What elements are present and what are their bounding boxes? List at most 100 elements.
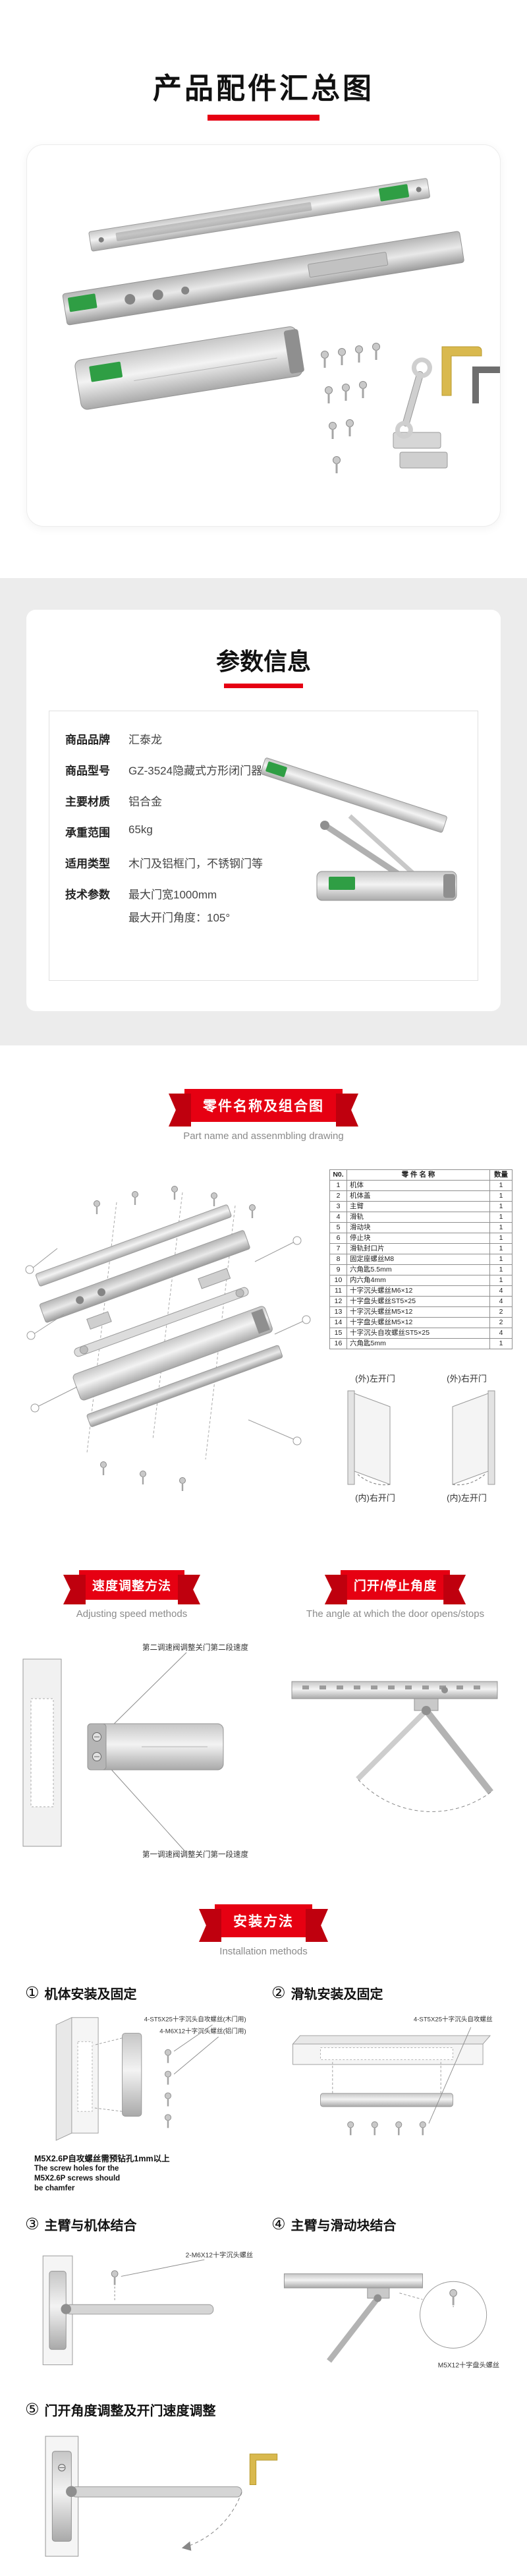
warning-en-3: be chamfer — [34, 2184, 75, 2192]
install-step-5: ⑤ 门开角度调整及开门速度调整 — [17, 2391, 510, 2576]
params-card: 参数信息 商品品牌 汇泰龙 商品型号 GZ-3524隐藏式方形闭门器 主要材质 … — [26, 610, 501, 1011]
screws-group — [321, 343, 380, 473]
step1-diagram: 4-ST5X25十字沉头自攻螺丝(木门用) 4-M6X12十字沉头螺丝(铝门用) — [55, 2015, 246, 2141]
step1-warning: M5X2.6P自攻螺丝需预钻孔1mm以上 The screw holes for… — [34, 2152, 256, 2194]
step3-diagram: 2-M6X12十字沉头螺丝 — [42, 2250, 253, 2366]
speed-badge: 速度调整方法 — [78, 1570, 184, 1600]
param-label: 技术参数 — [65, 889, 110, 901]
step-number: ④ — [271, 2215, 286, 2233]
door-label: (外)右开门 — [447, 1374, 487, 1384]
param-row: 主要材质 铝合金 — [65, 785, 462, 816]
angle-subtitle: The angle at which the door opens/stops — [306, 1608, 485, 1620]
step-title: 主臂与滑动块结合 — [291, 2219, 397, 2233]
col-name: 零 件 名 称 — [347, 1169, 490, 1181]
param-label: 承重范围 — [65, 827, 110, 839]
params-title: 参数信息 — [215, 648, 311, 675]
params-underline — [224, 684, 303, 688]
step-number: ① — [25, 1983, 40, 2002]
step-title: 主臂与机体结合 — [44, 2219, 137, 2233]
param-row: 承重范围 65kg — [65, 816, 462, 847]
param-label: 主要材质 — [65, 796, 110, 808]
warning-cn: M5X2.6P自攻螺丝需预钻孔1mm以上 — [34, 2154, 170, 2163]
step-title: 门开角度调整及开门速度调整 — [44, 2404, 216, 2418]
door-labels-top: (外)左开门 (外)右开门 — [329, 1372, 513, 1384]
param-label: 商品型号 — [65, 765, 110, 777]
param-value-line1: 最大门宽1000mm — [128, 889, 217, 901]
page-header: 产品配件汇总图 — [0, 0, 527, 121]
param-value: 65kg — [128, 823, 153, 836]
param-value-line2: 最大开门角度：105° — [128, 912, 231, 924]
install-step-3: ③ 主臂与机体结合 2-M6X12十字沉头螺丝 — [17, 2206, 264, 2391]
speed-method-column: 速度调整方法 Adjusting speed methods 第二调速阀调整关门… — [0, 1570, 264, 1867]
exploded-screws — [94, 1186, 256, 1491]
speed-callout-2: 第一调速阀调整关门第一段速度 — [142, 1850, 248, 1859]
open-stop-angle-diagram — [291, 1681, 498, 1812]
step-number: ⑤ — [25, 2400, 40, 2418]
angle-method-column: 门开/停止角度 The angle at which the door open… — [264, 1570, 527, 1867]
col-no: N0. — [329, 1169, 347, 1181]
param-row: 商品品牌 汇泰龙 — [65, 723, 462, 754]
params-band: 参数信息 商品品牌 汇泰龙 商品型号 GZ-3524隐藏式方形闭门器 主要材质 … — [0, 578, 527, 1045]
step3-note: 2-M6X12十字沉头螺丝 — [186, 2250, 253, 2259]
install-subtitle: Installation methods — [219, 1946, 308, 1957]
param-value: GZ-3524隐藏式方形闭门器 — [128, 765, 263, 777]
door-swing-diagrams: (外)左开门 (外)右开门 — [329, 1372, 513, 1504]
parts-section: 零件名称及组合图 Part name and assenmbling drawi… — [0, 1045, 527, 1525]
step-title: 滑轨安装及固定 — [291, 1987, 383, 2002]
step-number: ② — [271, 1983, 286, 2002]
product-collage-card — [26, 144, 501, 527]
params-box: 商品品牌 汇泰龙 商品型号 GZ-3524隐藏式方形闭门器 主要材质 铝合金 承… — [49, 711, 478, 981]
col-qty: 数量 — [489, 1169, 513, 1181]
exploded-diagram-wrap — [14, 1169, 324, 1525]
speed-subtitle: Adjusting speed methods — [76, 1608, 188, 1620]
install-section: 安装方法 Installation methods ① 机体安装及固定 4-ST… — [0, 1904, 527, 2576]
methods-section: 速度调整方法 Adjusting speed methods 第二调速阀调整关门… — [0, 1570, 527, 1867]
install-step-4: ④ 主臂与滑动块结合 M5X12十字盘头螺丝 — [264, 2206, 510, 2391]
param-row: 技术参数 最大门宽1000mm 最大开门角度：105° — [65, 878, 462, 932]
param-row: 适用类型 木门及铝框门，不锈钢门等 — [65, 847, 462, 878]
door-closer-image — [260, 757, 457, 901]
door-labels-bottom: (内)右开门 (内)左开门 — [329, 1491, 513, 1504]
step4-note: M5X12十字盘头螺丝 — [438, 2361, 499, 2370]
warning-en-2: M5X2.6P screws should — [34, 2175, 121, 2182]
exploded-diagram — [25, 1186, 311, 1491]
parts-subtitle: Part name and assenmbling drawing — [183, 1130, 344, 1142]
param-value: 汇泰龙 — [128, 734, 162, 746]
param-label: 适用类型 — [65, 858, 110, 870]
step-number: ③ — [25, 2215, 40, 2233]
speed-adjust-diagram: 第二调速阀调整关门第二段速度 第一调速阀调整关门第一段速度 — [22, 1643, 248, 1859]
param-value: 铝合金 — [128, 796, 162, 808]
door-label: (内)右开门 — [355, 1493, 395, 1503]
install-steps: ① 机体安装及固定 4-ST5X25十字沉头自攻螺丝(木门用) 4-M6X12十… — [17, 1974, 510, 2576]
angle-badge: 门开/停止角度 — [340, 1570, 451, 1600]
step5-diagram — [45, 2436, 278, 2557]
door-label: (内)左开门 — [447, 1493, 487, 1503]
install-step-2: ② 滑轨安装及固定 4-ST5X25十字沉头自攻螺丝 — [264, 1974, 510, 2206]
step2-note: 4-ST5X25十字沉头自攻螺丝 — [414, 2015, 493, 2023]
table-header-row: N0. 零 件 名 称 数量 — [329, 1169, 513, 1181]
warning-en-1: The screw holes for the — [34, 2165, 119, 2173]
parts-ribbon-wrap: 零件名称及组合图 — [0, 1089, 527, 1122]
door-swing-left-icon — [347, 1390, 390, 1486]
param-value: 最大门宽1000mm 最大开门角度：105° — [128, 885, 230, 925]
param-row: 商品型号 GZ-3524隐藏式方形闭门器 — [65, 754, 462, 785]
parts-badge: 零件名称及组合图 — [184, 1089, 343, 1122]
step2-diagram: 4-ST5X25十字沉头自攻螺丝 — [292, 2015, 493, 2136]
speed-callout-1: 第二调速阀调整关门第二段速度 — [142, 1643, 248, 1652]
